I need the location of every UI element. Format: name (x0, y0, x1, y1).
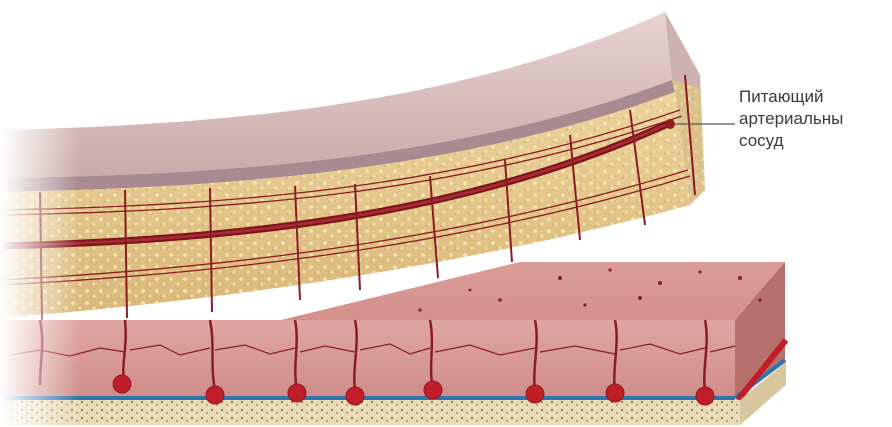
nutrient-artery-label: Питающий артериальны сосуд (739, 86, 843, 152)
